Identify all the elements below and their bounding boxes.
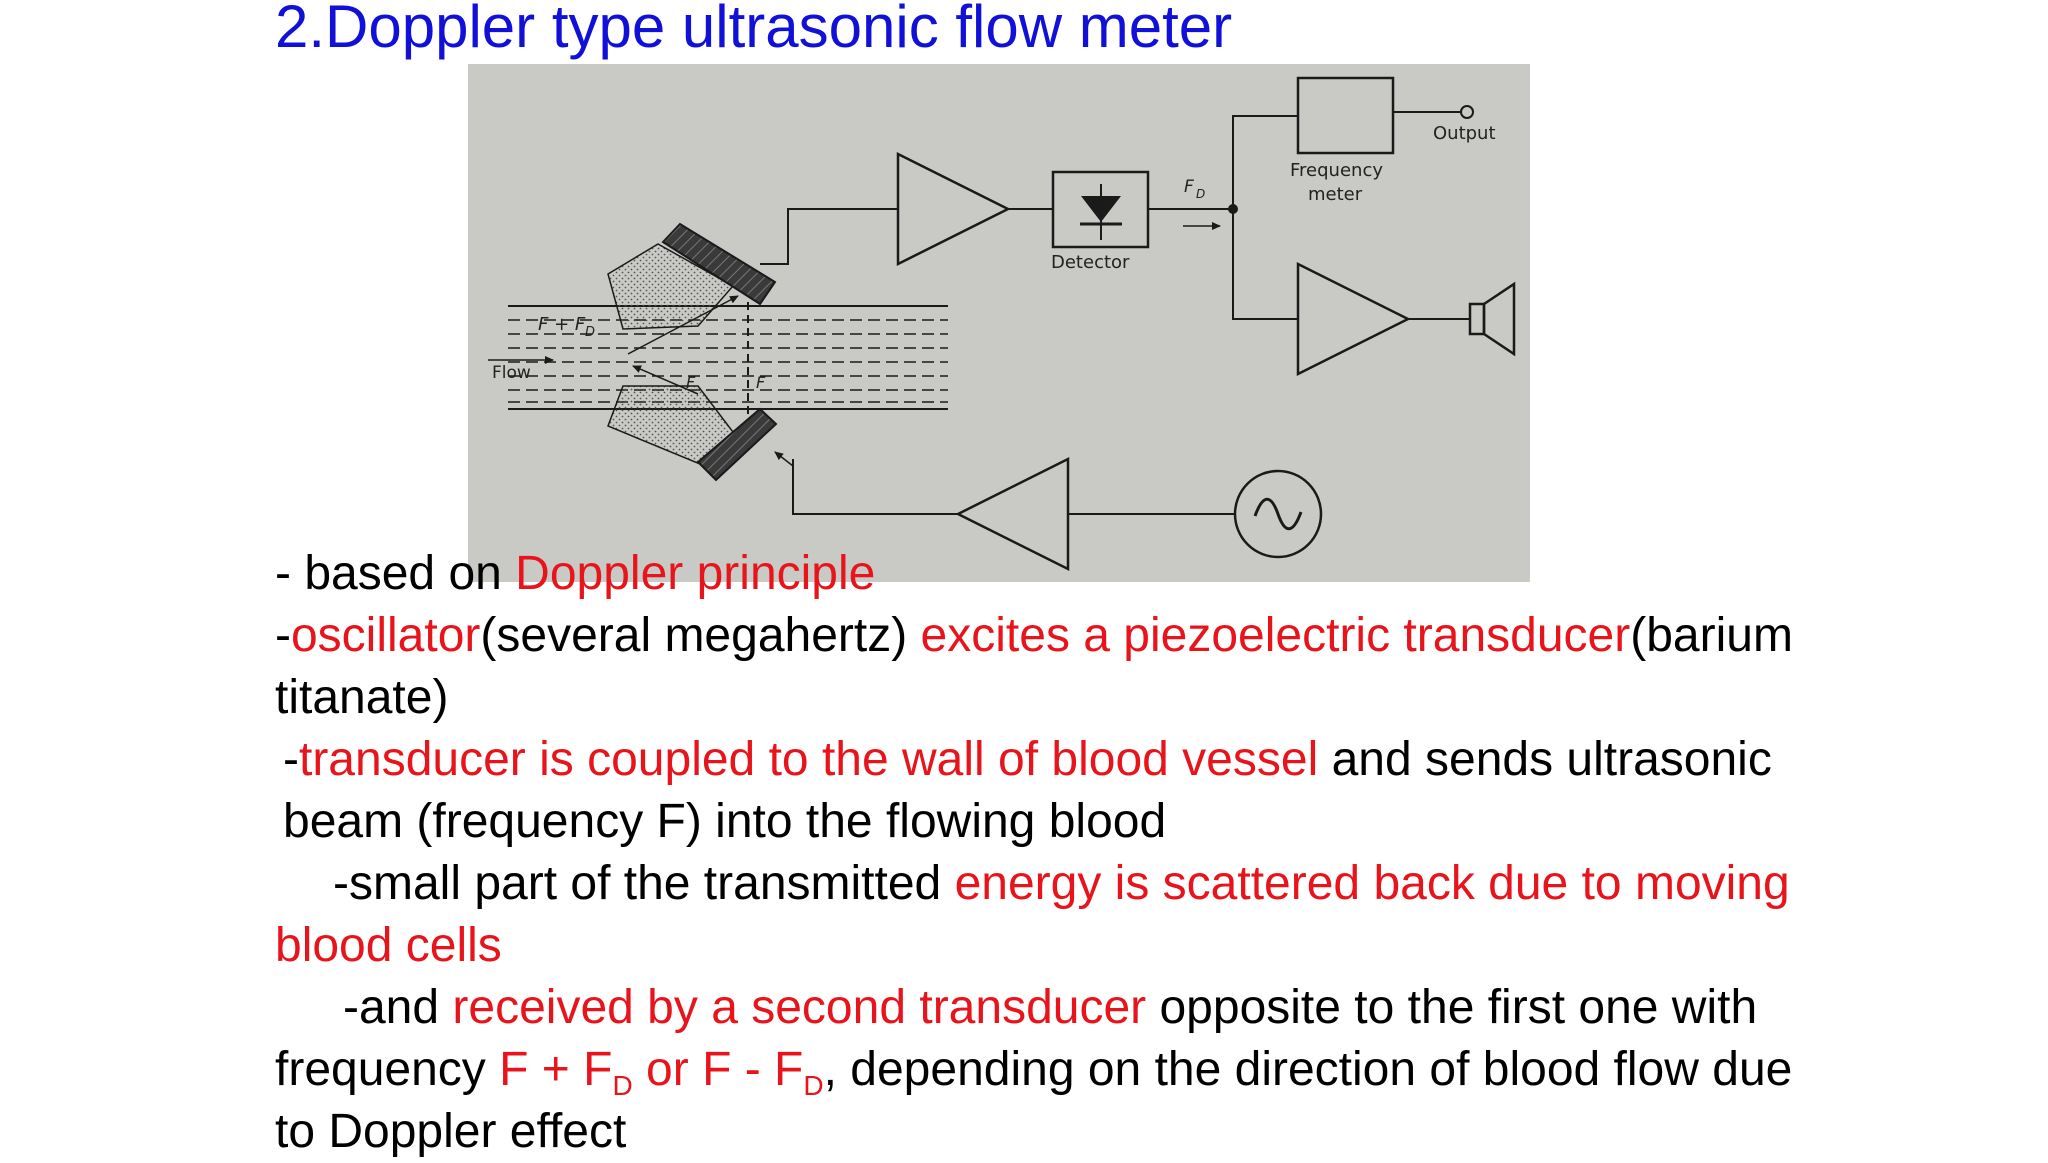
lower-transducer: [696, 407, 778, 482]
upper-transducer: [661, 222, 777, 306]
label-fd: F: [1184, 177, 1194, 197]
speaker-icon: [1468, 302, 1486, 336]
bullet-scattered-energy: -small part of the transmitted energy is…: [275, 857, 1790, 972]
label-f-plus-fd-sub: D: [585, 325, 595, 340]
frequency-meter-box: [1296, 76, 1395, 155]
bullet-list: - based on Doppler principle -oscillator…: [275, 543, 1835, 1163]
output-terminal: [1460, 105, 1474, 119]
label-fd-sub: D: [1196, 187, 1205, 201]
bullet-second-transducer: -and received by a second transducer opp…: [275, 981, 1793, 1158]
label-output: Output: [1433, 123, 1496, 144]
label-frequency-meter-1: Frequency: [1290, 160, 1383, 181]
label-flow: Flow: [492, 363, 531, 383]
transmit-wire: [792, 459, 958, 515]
transmit-amplifier: [955, 456, 1070, 572]
upper-coupling-wedge: [607, 243, 735, 330]
audio-amplifier: [1296, 261, 1411, 377]
label-detector: Detector: [1051, 252, 1130, 273]
bullet-doppler-principle: - based on Doppler principle: [275, 547, 876, 600]
receive-amplifier: [896, 151, 1011, 267]
label-frequency-meter-2: meter: [1308, 184, 1363, 205]
bullet-oscillator: -oscillator(several megahertz) excites a…: [275, 609, 1793, 724]
label-f-left: F: [686, 373, 696, 392]
bullet-transducer-coupled: -transducer is coupled to the wall of bl…: [283, 733, 1772, 848]
doppler-flowmeter-diagram: F + F D Flow F F Detector F D Frequency …: [468, 64, 1530, 582]
label-f-plus-fd: F + F: [538, 314, 586, 335]
blood-vessel: [508, 305, 948, 410]
slide-title: 2.Doppler type ultrasonic flow meter: [275, 0, 1233, 60]
receive-wire: [760, 208, 898, 265]
label-f-right: F: [756, 373, 766, 392]
